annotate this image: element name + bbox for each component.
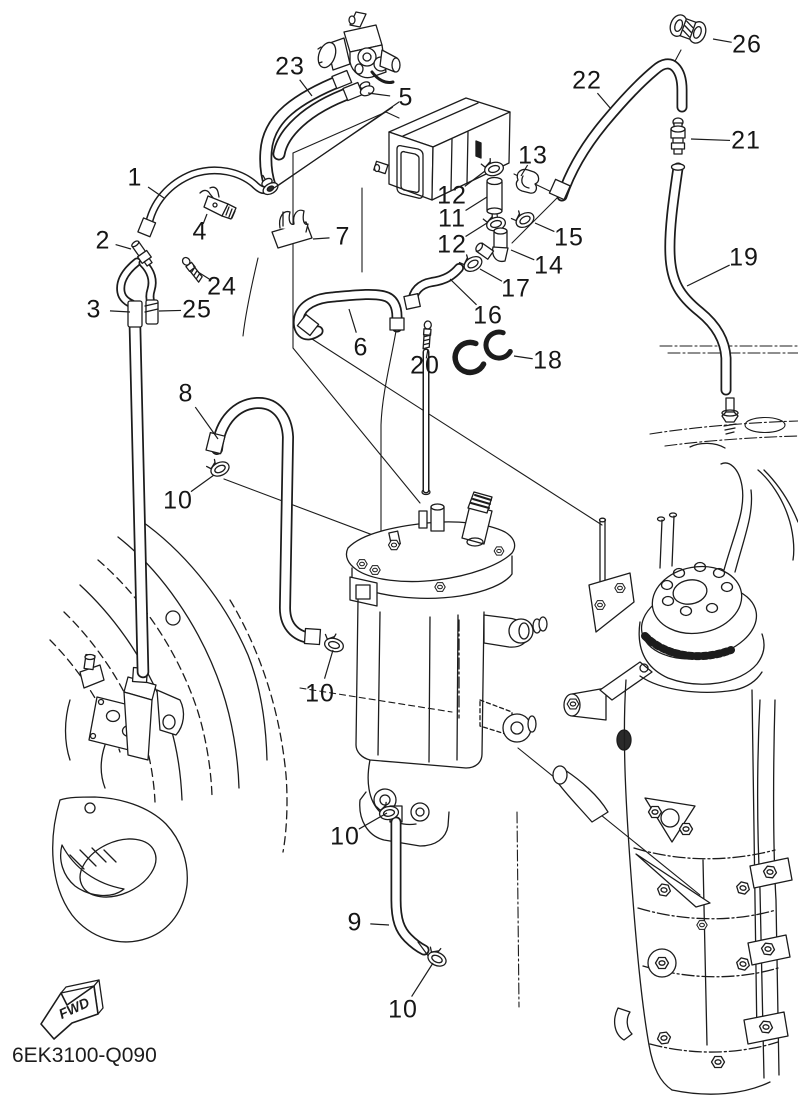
callout-11: 11: [438, 204, 466, 233]
callout-2: 2: [95, 226, 111, 255]
callout-10b: 10: [305, 679, 335, 708]
construction-lines: [223, 49, 798, 1008]
leader-21: [690, 138, 731, 142]
leader-10b: [323, 649, 334, 679]
callout-21: 21: [731, 126, 761, 155]
fitting-2: [131, 240, 153, 267]
callout-12b: 12: [437, 230, 467, 259]
leader-7: [312, 237, 330, 240]
vapor-separator-tank: [345, 488, 548, 847]
callout-22: 22: [572, 66, 602, 95]
clamp-15: [509, 205, 538, 232]
top-assembly: [317, 11, 401, 84]
hose-holder-7: [271, 209, 313, 249]
leader-8: [194, 406, 219, 440]
tube-11: [486, 176, 503, 215]
leader-12b: [465, 222, 488, 237]
callout-12a: 12: [437, 181, 467, 210]
callout-17: 17: [501, 274, 531, 303]
callout-16: 16: [473, 301, 503, 330]
screw-24: [180, 255, 205, 284]
leader-3: [109, 310, 131, 313]
callout-18: 18: [533, 346, 563, 375]
leader-10c: [358, 812, 388, 830]
callout-1: 1: [127, 163, 143, 192]
callout-10d: 10: [388, 995, 418, 1024]
grommet-5b: [261, 174, 279, 196]
callout-20: 20: [410, 351, 440, 380]
leader-6: [348, 308, 357, 333]
leader-lines: [109, 38, 732, 997]
callout-14: 14: [534, 251, 564, 280]
callout-13: 13: [518, 141, 548, 170]
leader-17: [479, 268, 503, 282]
callout-23: 23: [275, 52, 305, 81]
leader-10a: [190, 474, 215, 493]
callout-3: 3: [86, 295, 102, 324]
leader-4: [202, 213, 208, 225]
small-parts: [131, 14, 707, 970]
callout-8: 8: [178, 379, 194, 408]
leader-12a: [464, 170, 486, 187]
leader-5: [367, 92, 391, 97]
leader-19: [686, 264, 730, 287]
clamp-10a: [204, 454, 233, 481]
fork-joint-4: [199, 186, 237, 220]
leader-24: [197, 271, 212, 281]
callout-10c: 10: [330, 822, 360, 851]
screw-20: [421, 320, 433, 350]
callout-7: 7: [335, 222, 351, 251]
leader-13: [520, 164, 529, 177]
leader-23: [299, 79, 313, 97]
leader-25: [158, 309, 182, 312]
clamp-26: [669, 14, 707, 44]
leader-22: [596, 92, 612, 110]
leader-26: [712, 38, 732, 43]
leader-15: [534, 222, 555, 233]
leader-5: [273, 106, 394, 189]
clamp-bracket-left: [49, 519, 288, 943]
callout-24: 24: [207, 272, 237, 301]
connector-21: [670, 117, 686, 155]
elbow-joint-14: [475, 227, 509, 263]
leader-18: [513, 355, 533, 360]
leader-16: [449, 278, 477, 306]
clamp-10b: [321, 630, 347, 655]
callout-6: 6: [353, 333, 369, 362]
leader-20: [425, 348, 429, 359]
hoses: [121, 64, 726, 958]
leader-14: [510, 249, 535, 261]
callout-5: 5: [398, 83, 414, 112]
leader-1: [147, 186, 165, 199]
callout-10a: 10: [163, 486, 193, 515]
leader-10d: [411, 962, 434, 997]
leader-11: [465, 196, 488, 211]
clamp-18: [452, 329, 513, 376]
callout-26: 26: [732, 30, 762, 59]
canister: [373, 97, 511, 201]
callout-9: 9: [347, 908, 363, 937]
callout-15: 15: [554, 223, 584, 252]
fwd-arrow: FWD: [40, 979, 104, 1040]
engine-block: [552, 397, 798, 1095]
callout-4: 4: [192, 217, 208, 246]
callout-25: 25: [182, 295, 212, 324]
leader-9: [370, 923, 390, 926]
leader-2: [115, 244, 132, 250]
clip-13: [515, 168, 540, 194]
callout-19: 19: [729, 243, 759, 272]
drawing-code: 6EK3100-Q090: [12, 1044, 157, 1067]
grommet-5a: [359, 81, 375, 97]
